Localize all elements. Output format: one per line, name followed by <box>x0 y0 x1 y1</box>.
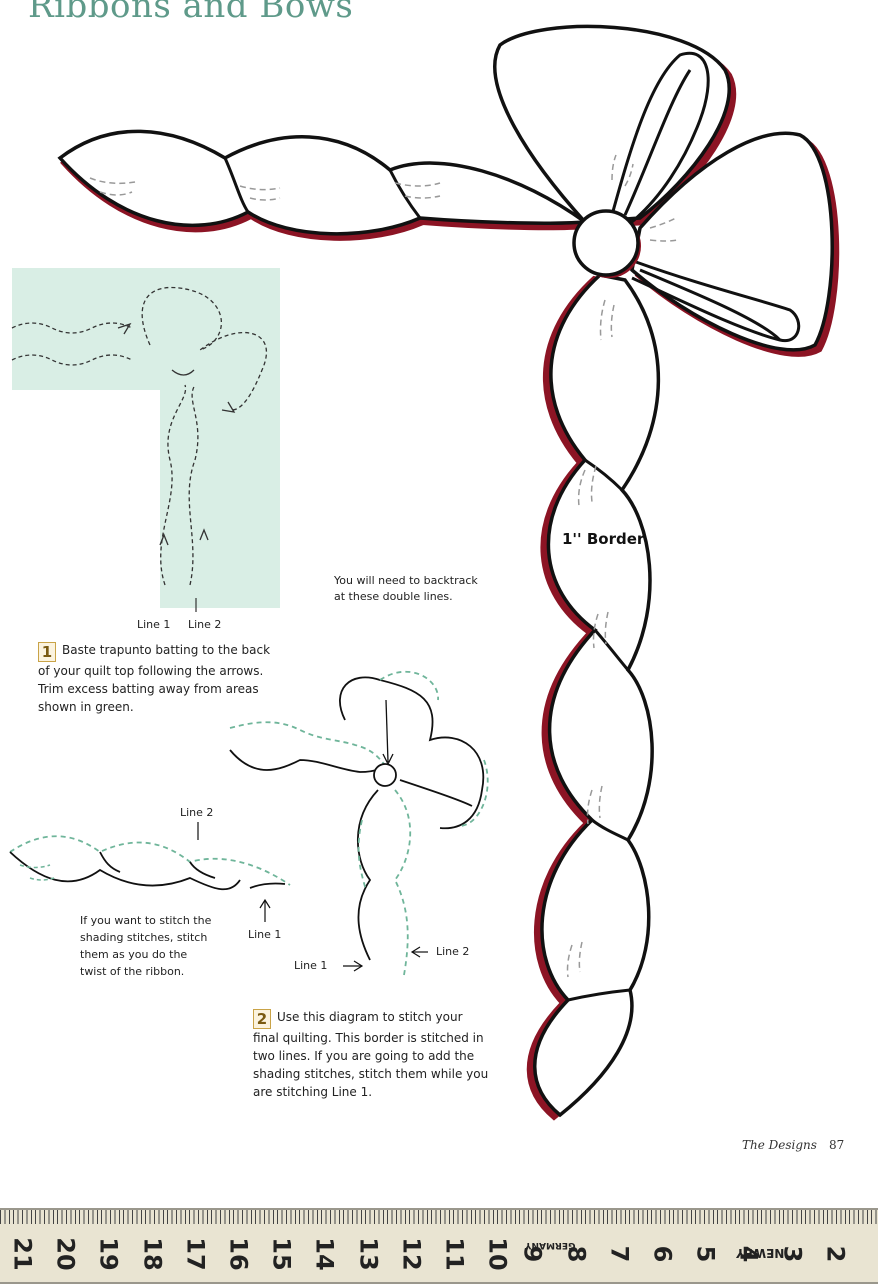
tape-number: 12 <box>397 1237 426 1271</box>
footer-section-title: The Designs <box>742 1138 817 1152</box>
ribbon-border-artwork <box>9 24 840 1121</box>
shading-detail-diagram <box>9 822 291 922</box>
shading-note: If you want to stitch the shading stitch… <box>80 914 212 978</box>
step2-number-badge: 2 <box>253 1009 271 1029</box>
tape-number: 7 <box>605 1245 634 1263</box>
tape-number: 6 <box>648 1245 677 1263</box>
tape-number: 11 <box>440 1237 469 1271</box>
step2-text: Use this diagram to stitch your final qu… <box>253 1010 489 1099</box>
vertical-ribbon-body <box>533 273 661 1118</box>
step2-line2-label: Line 2 <box>436 945 470 958</box>
tape-brand: NEWEY <box>736 1246 785 1260</box>
step1-number-badge: 1 <box>38 642 56 662</box>
tape-number: 16 <box>224 1237 253 1271</box>
tape-ticks <box>0 1210 878 1224</box>
step2-diagram <box>229 670 489 976</box>
tape-number: 19 <box>95 1237 124 1271</box>
step1-diagram <box>11 268 280 612</box>
page-footer: The Designs 87 <box>742 1138 844 1152</box>
tape-number: 10 <box>483 1237 512 1271</box>
backtrack-note: You will need to backtrack at these doub… <box>334 574 478 603</box>
step1-line2-label: Line 2 <box>188 618 222 631</box>
tape-number: 5 <box>691 1245 720 1263</box>
bow <box>493 24 840 357</box>
border-size-label: 1'' Border <box>562 530 645 548</box>
step1-line1-label: Line 1 <box>137 618 171 631</box>
tape-number: 17 <box>181 1237 210 1271</box>
step2-line1-label: Line 1 <box>294 959 328 972</box>
tape-number: 18 <box>138 1237 167 1271</box>
tape-number: 15 <box>267 1237 296 1271</box>
page-number: 87 <box>828 1138 845 1152</box>
step1-text: Baste trapunto batting to the back of yo… <box>38 643 271 714</box>
tape-origin: GERMANY <box>525 1240 576 1250</box>
shading-line1-label: Line 1 <box>248 928 282 941</box>
shading-line2-label: Line 2 <box>180 806 214 819</box>
bow-knot <box>572 209 640 277</box>
page-title: Ribbons and Bows <box>28 0 354 26</box>
tape-number: 14 <box>311 1237 340 1271</box>
tape-number: 2 <box>821 1245 850 1263</box>
tape-number: 21 <box>8 1237 37 1271</box>
tape-number: 20 <box>51 1237 80 1271</box>
tape-number: 13 <box>354 1237 383 1271</box>
